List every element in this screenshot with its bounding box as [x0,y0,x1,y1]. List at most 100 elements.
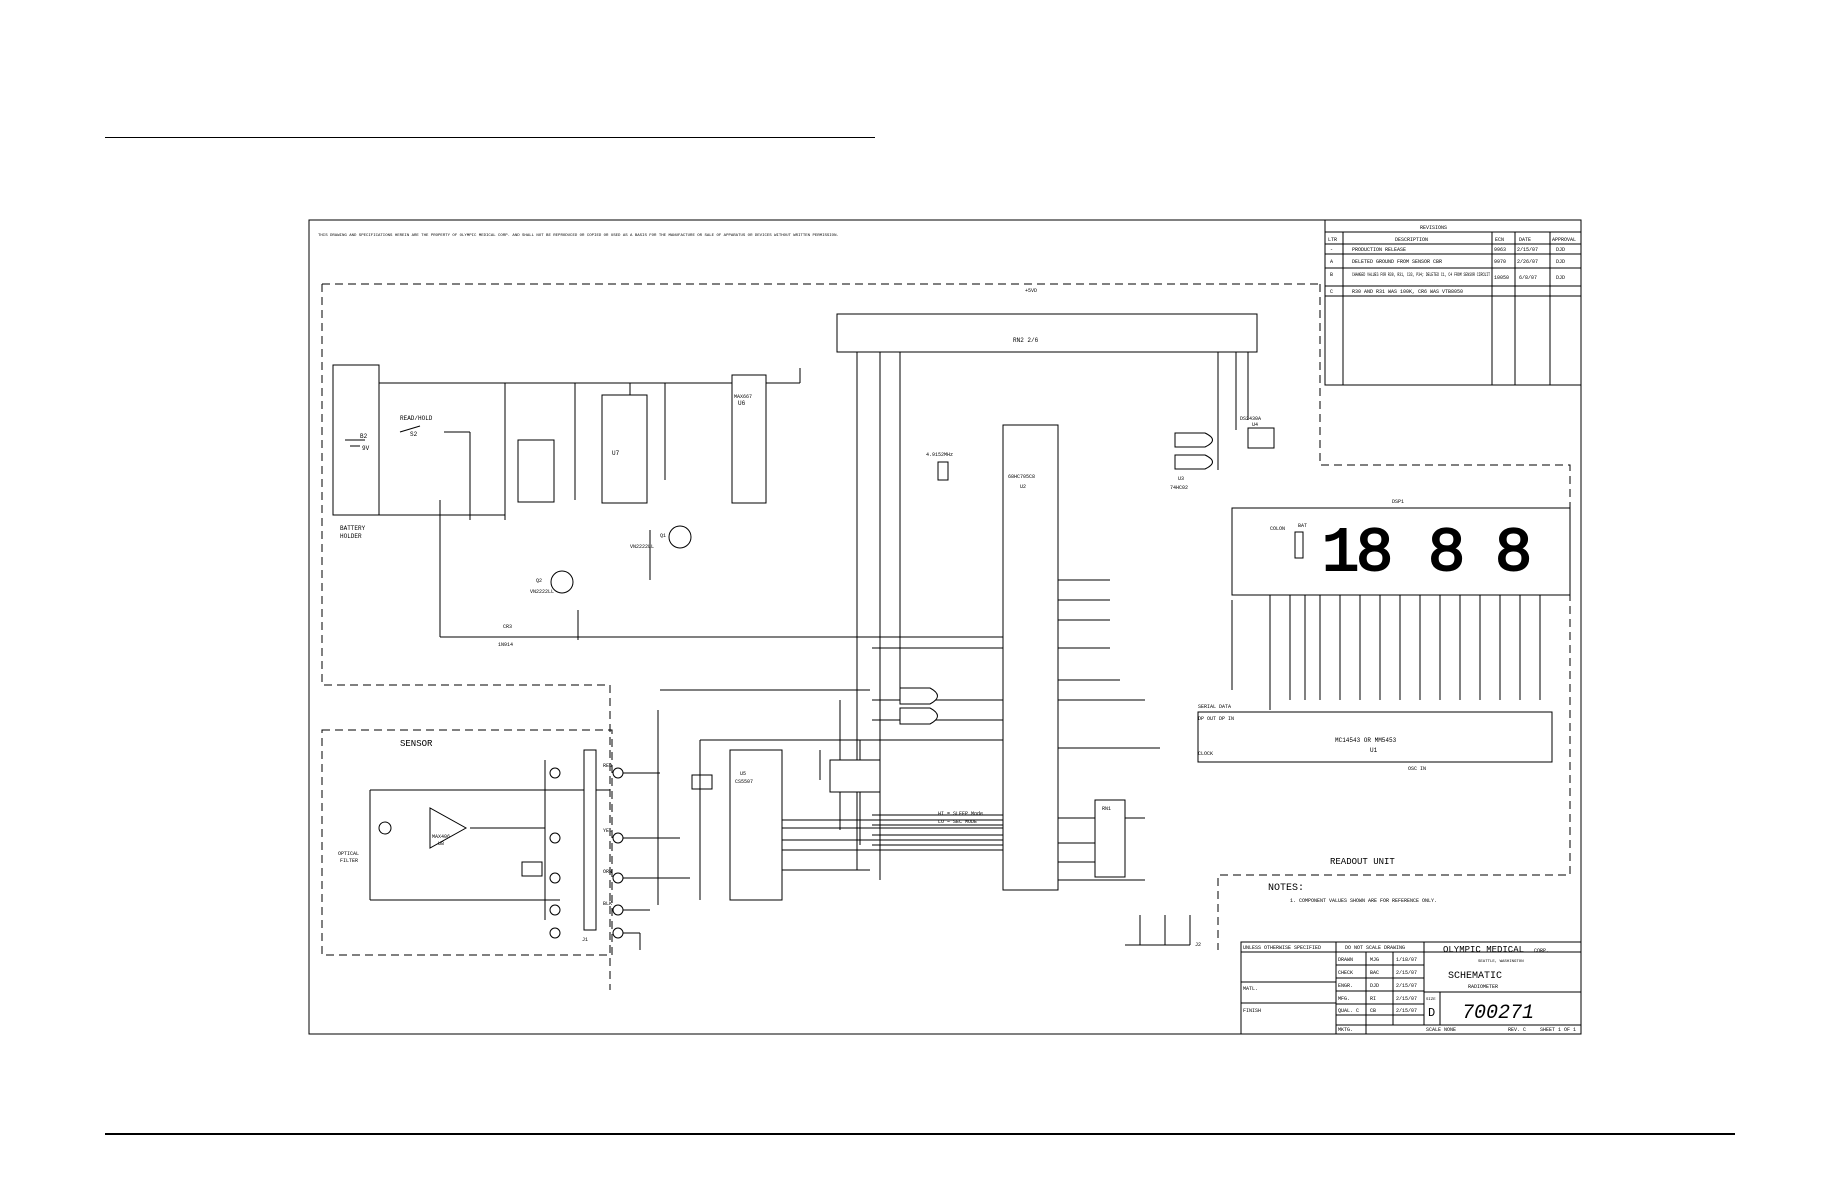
transistor-q1: Q1 VN2222LL [630,525,692,550]
tb-row-2-role: ENGR. [1338,983,1353,989]
u8-part: MAX406 [432,834,450,840]
display-digit-3: 8 [1428,518,1465,589]
rev-header-approval: APPROVAL [1552,237,1576,243]
revisions-table: REVISIONS LTR DESCRIPTION ECN DATE APPRO… [1324,219,1582,386]
rev-row-0-desc: PRODUCTION RELEASE [1352,247,1406,253]
battery-voltage: 9V [362,445,370,452]
u8-name: U8 [438,841,444,847]
wire-orn: ORN [603,869,612,875]
u6-part: MAX667 [734,394,752,400]
optical-filter-2: FILTER [340,858,358,864]
switch-s2: READ/HOLD S2 [399,415,433,438]
tb-row-3-role: MFG. [1338,996,1350,1002]
tb-rev: REV. C [1508,1027,1526,1033]
sensor-label: SENSOR [400,739,433,749]
wire-battery-positive [379,382,735,520]
tb-row-0-date: 1/18/07 [1396,957,1417,963]
tb-row-5-role: MKTG. [1338,1027,1353,1033]
display-digit-4: 8 [1495,518,1532,589]
drawing-border [308,219,1582,1035]
ic-u6 [731,374,767,504]
u1-osc: OSC IN [1408,766,1426,772]
tb-row-4-date: 2/15/07 [1396,1008,1417,1014]
u7-label: U7 [612,450,620,457]
display-colon: COLON [1270,526,1285,532]
rev-header-ecn: ECN [1495,237,1504,243]
rev-row-2-date: 6/8/07 [1519,275,1537,281]
ic-u1-display-driver: MC14543 OR MM5453 U1 SERIAL DATA CLOCK D… [1197,704,1553,772]
rn2-vdd: +5VD [1025,288,1037,294]
rev-row-1-ltr: A [1330,259,1333,265]
u5-part: CS5507 [735,779,753,785]
tb-drawing-no: 700271 [1462,1002,1534,1025]
tb-city: SEATTLE, WASHINGTON [1478,960,1524,964]
rev-header-date: DATE [1519,237,1531,243]
xtal-label: 4.9152MHz [926,452,953,458]
display-digit-2: 8 [1356,518,1393,589]
tb-row-1-date: 2/15/07 [1396,970,1417,976]
tb-company-suffix: CORP. [1534,948,1549,954]
tb-row-3-name: RI [1370,996,1376,1002]
mode-note-2: LO = SEC MODE [938,819,977,825]
u2-part: 68HC705C8 [1008,474,1035,480]
wire-rail-vd [439,368,1020,640]
wire-yel: YEL [603,828,612,834]
u1-part: MC14543 OR MM5453 [1335,737,1397,744]
rev-row-3-ltr: C [1330,289,1333,295]
crystal-y1: 4.9152MHz [926,452,953,481]
tb-matl: MATL. [1243,986,1258,992]
rev-row-0-appr: DJD [1556,247,1565,253]
u4-name: U4 [1252,422,1258,428]
resistor-network-rn1 [517,439,555,503]
wire-red: RED [603,763,612,769]
u5-name: U5 [740,771,746,777]
cr3-name: CR3 [503,624,512,630]
readout-label: READOUT UNIT [1330,857,1395,867]
q1-part: VN2222LL [630,544,654,550]
rev-row-1-appr: DJD [1556,259,1565,265]
battery-holder: B2 9V BATTERY HOLDER [332,364,380,540]
tb-row-1-role: CHECK [1338,970,1353,976]
rev-row-1-desc: DELETED GROUND FROM SENSOR CBR [1352,259,1442,265]
tb-row-2-date: 2/15/07 [1396,983,1417,989]
rev-row-2-ecn: 10050 [1494,275,1509,281]
transistor-q2: Q2 VN2222LL [530,570,574,595]
resistor-network-rn2: RN2 2/6 +5VD [836,288,1258,353]
battery-name: B2 [360,433,368,440]
rn1-label: RN1 [1102,806,1111,812]
title-block: UNLESS OTHERWISE SPECIFIED DO NOT SCALE … [1240,941,1582,1035]
j1-label: J1 [582,937,588,943]
u1-name: U1 [1370,747,1378,754]
rev-row-0-ecn: 9963 [1494,247,1506,253]
optical-filter-1: OPTICAL [338,851,359,857]
mode-note: HI = SLEEP Mode LO = SEC MODE [938,811,983,825]
sensor-circuit: U8 MAX406 OPTICAL FILTER [338,760,610,920]
tb-company: OLYMPIC MEDICAL [1443,945,1524,955]
revisions-title: REVISIONS [1420,225,1447,231]
rev-row-2-desc: CHANGED VALUES FOR R30, R31, C33, P34; D… [1352,272,1490,278]
tb-size-label: SIZE [1426,998,1436,1002]
sensor-frame [321,729,613,956]
rev-row-1-ecn: 9970 [1494,259,1506,265]
tb-size: D [1428,1006,1435,1020]
notice-text: THIS DRAWING AND SPECIFICATIONS HEREIN A… [318,234,839,238]
rev-header-desc: DESCRIPTION [1395,237,1428,243]
u1-serial: SERIAL DATA [1198,704,1231,710]
q2-part: VN2222LL [530,589,554,595]
rev-row-2-appr: DJD [1556,275,1565,281]
rn2-label: RN2 2/6 [1013,337,1039,344]
display-name: DSP1 [1392,499,1404,505]
diode-cr3: CR3 1N914 [440,624,513,648]
connector-j1: J1 RED YEL ORN BLK [549,749,624,943]
rev-row-0-date: 2/15/07 [1517,247,1538,253]
tb-sheet: SHEET 1 OF 1 [1540,1027,1576,1033]
tb-finish: FINISH [1243,1008,1261,1014]
notes: NOTES: 1. COMPONENT VALUES SHOWN ARE FOR… [1268,883,1437,904]
tb-row-4-role: QUAL. C [1338,1008,1359,1014]
wire-cpu-bus [872,579,1160,881]
resistor-network-rn1-lower: RN1 [1094,799,1126,878]
tb-subtitle: RADIOMETER [1468,984,1498,990]
notes-title: NOTES: [1268,883,1304,894]
ic-u5-adc: U5 CS5507 [691,749,783,901]
